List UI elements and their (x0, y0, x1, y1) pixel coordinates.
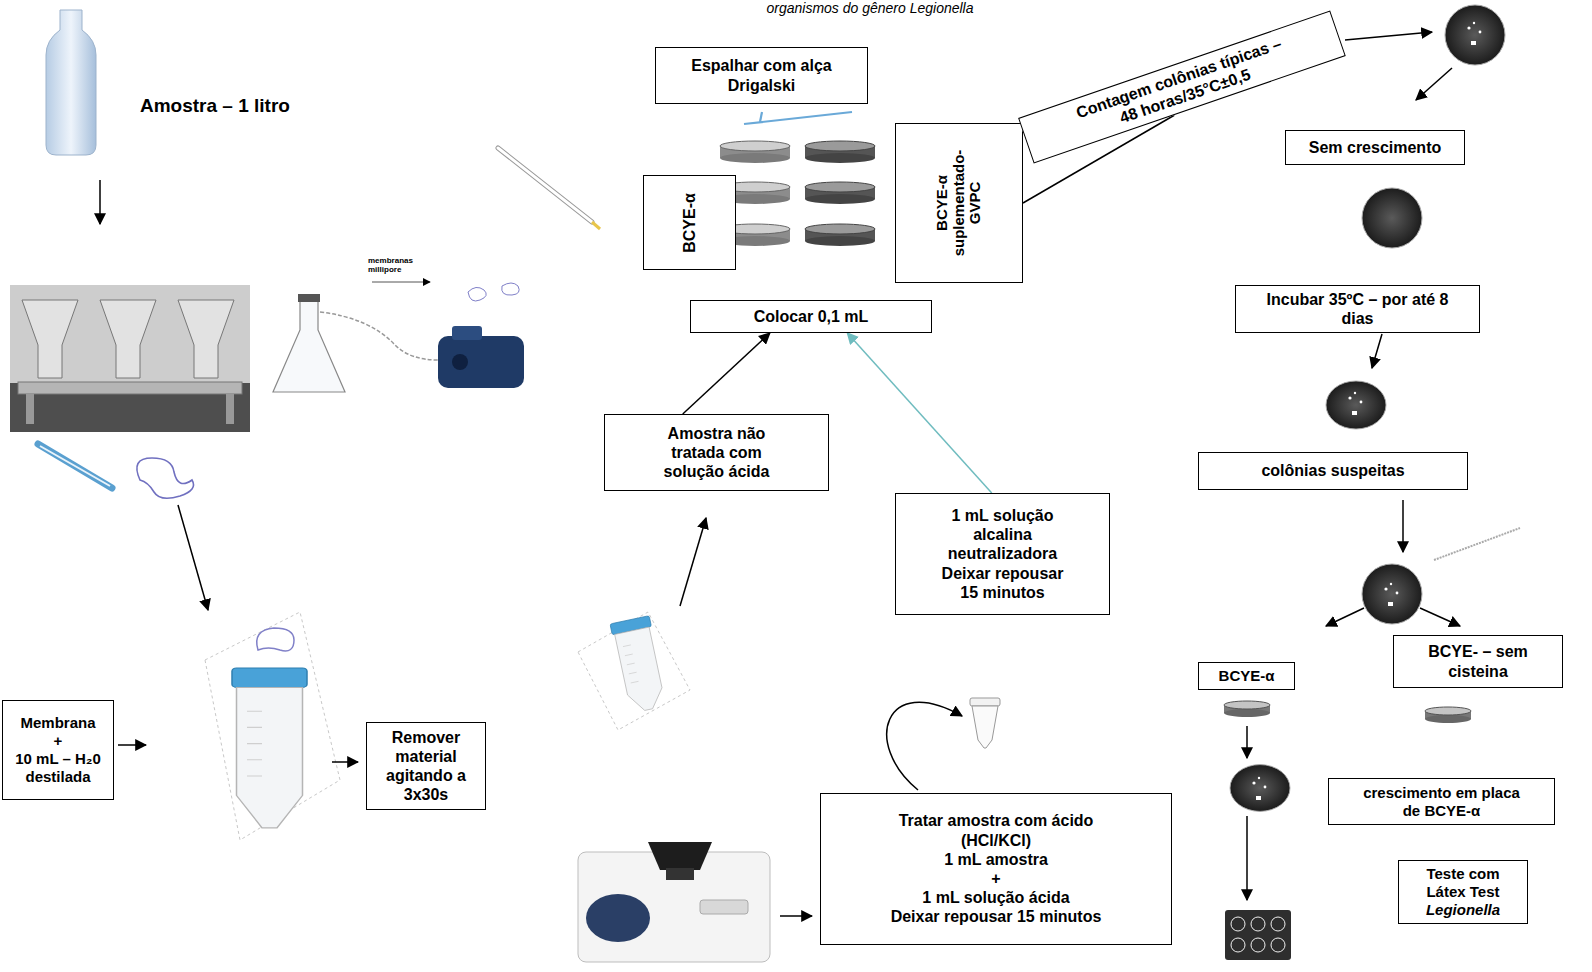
box-text: Incubar 35ºC – por até 8 dias (1258, 290, 1458, 328)
vortex-mixer (578, 842, 770, 962)
process-box: Espalhar com alça Drigalski (655, 47, 868, 104)
rotated-text-holder: BCYE-α suplementado-GVPC (934, 143, 984, 263)
box-text: Remover material agitando a 3x30s (379, 728, 474, 805)
process-box: Teste com Látex TestLegionella (1398, 860, 1528, 924)
petri-dish (1230, 765, 1290, 812)
process-box: Incubar 35ºC – por até 8 dias (1235, 285, 1480, 333)
process-box: BCYE-α (1198, 662, 1295, 690)
box-text: Tratar amostra com ácido (HCl/KCl) (881, 811, 1111, 849)
vertical-label-box: BCYE-α suplementado-GVPC (895, 123, 1023, 283)
vacuum-pump (273, 282, 524, 392)
label-text: Amostra – 1 litro (140, 95, 360, 117)
arrow (1420, 608, 1460, 626)
box-text: 1 mL solução alcalina neutralizadora Dei… (932, 506, 1073, 602)
process-box: BCYE- – sem cisteina (1393, 635, 1563, 688)
latex-test-card (1225, 910, 1291, 960)
diagram-title: organismos do gênero Legionella (700, 0, 1040, 16)
box-text: Legionella (1426, 901, 1500, 919)
arrow (332, 761, 358, 763)
process-box: colônias suspeitas (1198, 452, 1468, 490)
petri-dish (1326, 381, 1386, 429)
box-text: Membrana (20, 714, 95, 732)
box-text: Deixar repousar 15 minutos (891, 907, 1102, 926)
arrow (1326, 608, 1364, 626)
box-text: colônias suspeitas (1261, 461, 1404, 480)
box-text: Espalhar com alça Drigalski (667, 56, 857, 94)
label-text: membranas millipore (368, 256, 420, 274)
arrow (1402, 500, 1404, 552)
process-box: Colocar 0,1 mL (690, 300, 932, 333)
petri-dish (1224, 701, 1270, 717)
drigalski-spreader (744, 112, 852, 124)
petri-dish (1362, 564, 1422, 624)
box-text: + (991, 869, 1000, 888)
arrow (1345, 32, 1432, 40)
bottle (46, 10, 96, 155)
arrow (99, 180, 101, 224)
arrow (118, 744, 146, 746)
petri-dish (1425, 707, 1471, 723)
connector-arrow (683, 333, 770, 414)
falcon-tube (205, 612, 340, 840)
pipette (498, 148, 600, 229)
connector-arrow (847, 333, 991, 493)
filtration-photo (10, 285, 250, 432)
petri-dish (1445, 5, 1505, 65)
box-text: BCYE-α suplementado-GVPC (934, 143, 984, 263)
arrow (1246, 726, 1248, 758)
box-text: BCYE-α (681, 180, 699, 265)
falcon-tube (578, 612, 690, 730)
process-box: Remover material agitando a 3x30s (366, 722, 486, 810)
arrow (780, 915, 812, 917)
box-text: crescimento em placa de BCYE-α (1358, 784, 1526, 820)
box-text: + (54, 732, 63, 750)
membrane (137, 458, 194, 498)
box-text: BCYE-α (1219, 667, 1275, 685)
arrow (680, 518, 706, 606)
process-box: Membrana+10 mL – H₂0 destilada (2, 700, 114, 800)
rotated-text-holder: BCYE-α (681, 180, 699, 265)
box-text: 1 mL solução ácida (922, 888, 1069, 907)
inoculation-loop (1434, 528, 1520, 560)
box-text: Teste com Látex Test (1413, 865, 1513, 901)
box-text: 1 mL amostra (944, 850, 1048, 869)
arrow (1372, 334, 1382, 368)
arrow (1416, 68, 1452, 100)
box-text: 10 mL – H₂0 destilada (9, 750, 107, 786)
box-text: Contagem colônias típicas – 48 horas/35°… (1068, 32, 1296, 143)
arrow (178, 505, 208, 610)
process-box: Tratar amostra com ácido (HCl/KCl)1 mL a… (820, 793, 1172, 945)
box-text: Sem crescimento (1309, 138, 1442, 157)
forceps (38, 444, 112, 488)
petri-dish (1362, 188, 1422, 248)
process-box: Amostra não tratada com solução ácida (604, 414, 829, 491)
process-box: 1 mL solução alcalina neutralizadora Dei… (895, 493, 1110, 615)
arrow (1246, 816, 1248, 900)
arrow (887, 702, 962, 790)
vertical-label-box: BCYE-α (643, 175, 736, 270)
microtube (970, 698, 1000, 748)
box-text: BCYE- – sem cisteina (1413, 642, 1543, 680)
process-box: Sem crescimento (1285, 130, 1465, 165)
box-text: Colocar 0,1 mL (754, 307, 869, 326)
box-text: Amostra não tratada com solução ácida (654, 424, 779, 482)
process-box: crescimento em placa de BCYE-α (1328, 778, 1555, 825)
culture-plates (720, 141, 875, 246)
